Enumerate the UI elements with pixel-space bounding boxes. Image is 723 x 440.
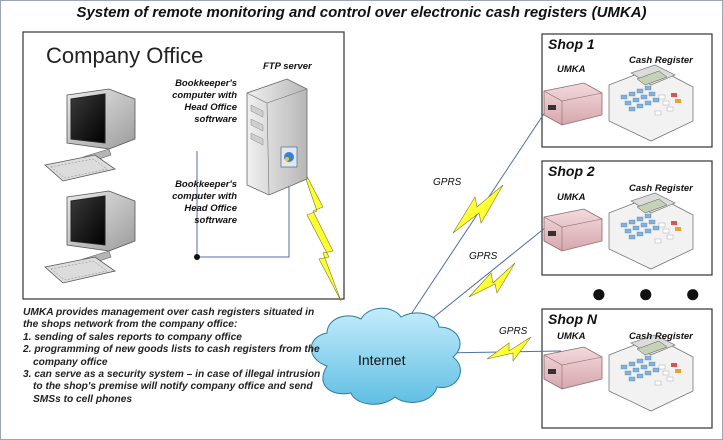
description-item-2: 2. programming of new goods lists to cas… [23,344,320,368]
ftp-server-icon [246,78,308,196]
internet-label: Internet [358,352,406,368]
shop2-gprs-bolt [468,262,516,298]
internet-cloud [310,307,461,405]
bookkeeper-label-1: Bookkeeper's computer with Head Office s… [172,78,237,125]
shop-1-title: Shop 1 [548,36,595,52]
shop-2-register-label: Cash Register [629,183,693,194]
ftp-server-label: FTP server [263,61,312,72]
shop-1-umka-label: UMKA [557,64,586,75]
description-block: UMKA provides management over cash regis… [23,307,323,406]
description-intro: UMKA provides management over cash regis… [23,307,315,331]
office-lan-line [197,167,290,258]
wireless-bolts [300,164,532,362]
gprs-label-3: GPRS [499,326,528,337]
bookkeeper-label-2: Bookkeeper's computer with Head Office s… [172,179,237,226]
more-shops-ellipsis: ● ● ● [591,278,713,308]
shop-2-title: Shop 2 [548,163,595,179]
shop-n-title: Shop N [548,311,597,327]
shop-n-umka-label: UMKA [557,331,586,342]
shop-2-umka-label: UMKA [557,192,586,203]
shop-1-register-label: Cash Register [629,55,693,66]
description-item-3: 3. can serve as a security system – in c… [23,369,321,405]
shopn-gprs-bolt [486,336,532,362]
server-wireless-bolt [300,164,342,302]
shop1-gprs-bolt [452,184,504,234]
lan-junction-dot [194,254,200,260]
company-office-title: Company Office [46,43,204,68]
diagram-title: System of remote monitoring and control … [76,4,647,21]
gprs-label-1: GPRS [433,177,462,188]
gprs-label-2: GPRS [469,251,498,262]
shop2-uplink-line [412,214,562,335]
shop-n-register-label: Cash Register [629,331,693,342]
description-item-1: 1. sending of sales reports to company o… [23,331,242,343]
